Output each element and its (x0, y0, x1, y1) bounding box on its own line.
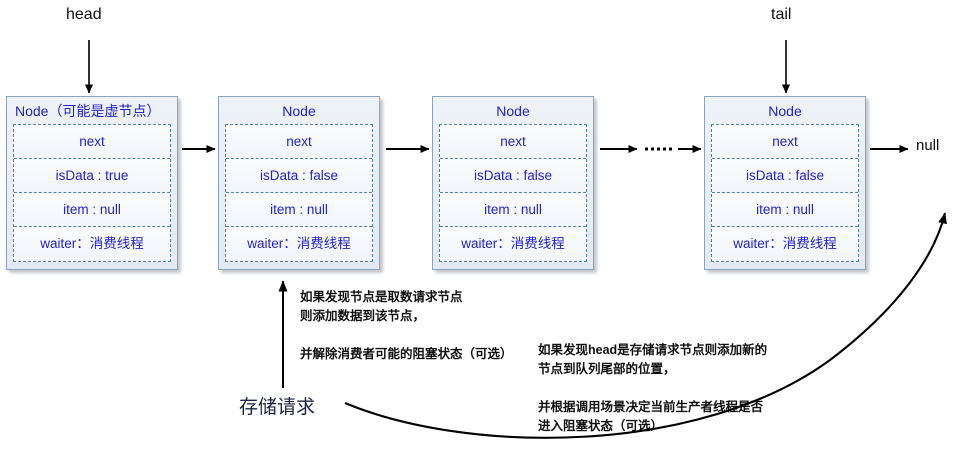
node-field-next-1: next (14, 125, 170, 159)
node-fields-2: next isData : false item : null waiter：消… (225, 124, 373, 262)
node-field-isdata-4: isData : false (712, 159, 858, 193)
node-title-4: Node (768, 103, 802, 119)
left-annotation-note: 如果发现节点是取数请求节点 则添加数据到该节点， 并解除消费者可能的阻塞状态（可… (300, 290, 513, 361)
node-box-4: Node next isData : false item : null wai… (704, 96, 866, 270)
head-label: head (66, 6, 102, 23)
null-label: null (916, 137, 940, 154)
node-field-isdata-2: isData : false (226, 159, 372, 193)
node-box-2: Node next isData : false item : null wai… (218, 96, 380, 270)
node-box-1: Node（可能是虚节点） next isData : true item : n… (6, 96, 178, 270)
node-fields-4: next isData : false item : null waiter：消… (711, 124, 859, 262)
node-field-item-3: item : null (440, 193, 586, 227)
node-field-next-2: next (226, 125, 372, 159)
tail-label: tail (771, 6, 792, 23)
right-annotation-note: 如果发现head是存储请求节点则添加新的 节点到队列尾部的位置， 并根据调用场景… (538, 343, 768, 433)
node-field-isdata-3: isData : false (440, 159, 586, 193)
node-field-waiter-1: waiter：消费线程 (14, 227, 170, 261)
node-field-waiter-4: waiter：消费线程 (712, 227, 858, 261)
node-field-item-2: item : null (226, 193, 372, 227)
node-title-2: Node (282, 103, 316, 119)
node-field-isdata-1: isData : true (14, 159, 170, 193)
node-field-waiter-3: waiter：消费线程 (440, 227, 586, 261)
node-field-next-4: next (712, 125, 858, 159)
node-title-3: Node (496, 103, 530, 119)
node-field-next-3: next (440, 125, 586, 159)
node-field-item-1: item : null (14, 193, 170, 227)
ellipsis-dots (645, 147, 672, 151)
node-fields-3: next isData : false item : null waiter：消… (439, 124, 587, 262)
node-fields-1: next isData : true item : null waiter：消费… (13, 124, 171, 262)
store-request-label: 存储请求 (239, 397, 316, 418)
node-title-1: Node（可能是虚节点） (15, 103, 161, 119)
node-field-item-4: item : null (712, 193, 858, 227)
node-field-waiter-2: waiter：消费线程 (226, 227, 372, 261)
node-box-3: Node next isData : false item : null wai… (432, 96, 594, 270)
